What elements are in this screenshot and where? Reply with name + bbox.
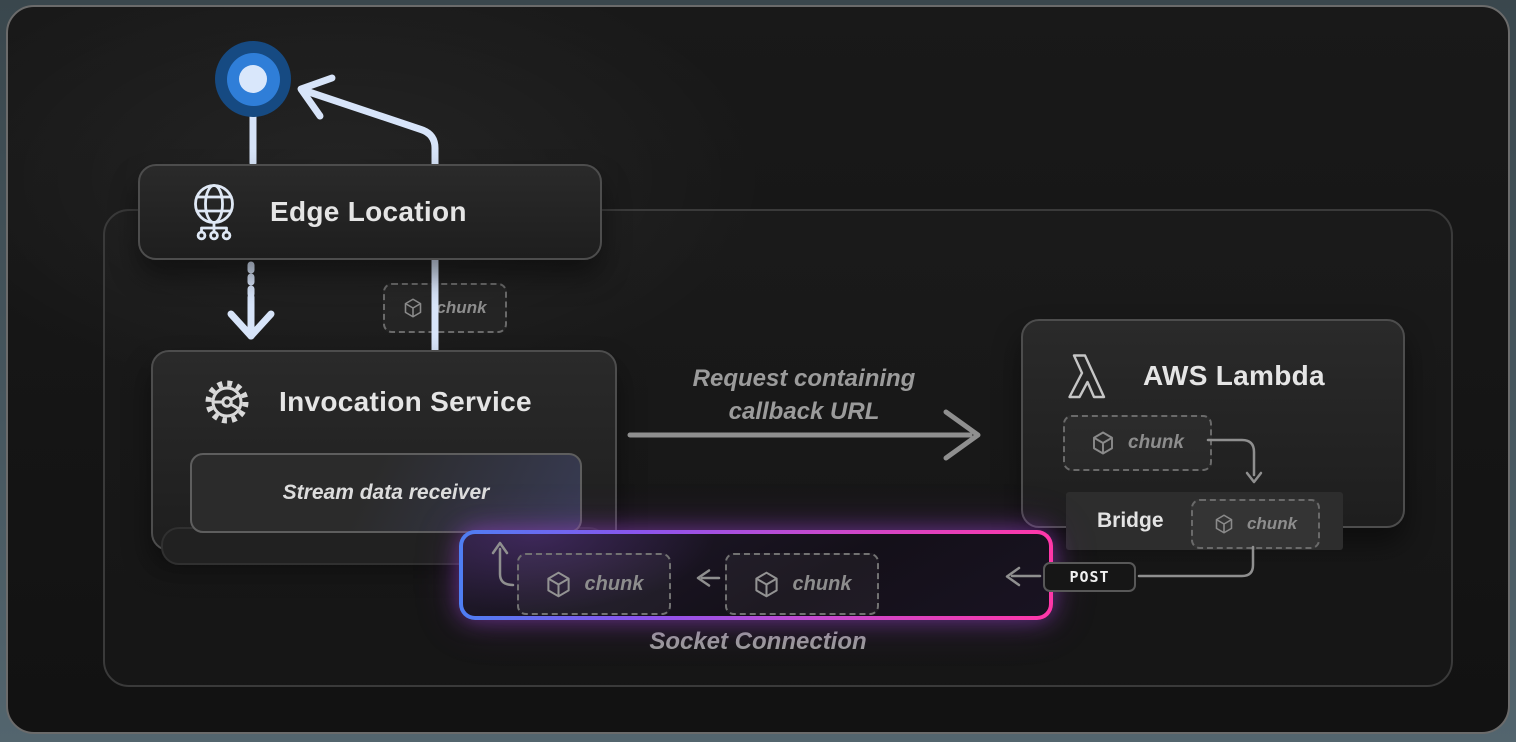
bridge-bar: Bridge chunk bbox=[1066, 492, 1343, 550]
invocation-title-row: Invocation Service bbox=[203, 378, 532, 426]
edge-location-node: Edge Location bbox=[138, 164, 602, 260]
invocation-service-label: Invocation Service bbox=[279, 386, 532, 417]
chunk-label: chunk bbox=[792, 572, 852, 595]
stream-data-receiver-box: Stream data receiver bbox=[190, 453, 582, 533]
socket-connection-box: chunk chunk bbox=[459, 530, 1053, 620]
background-panel: chunk bbox=[6, 5, 1510, 734]
request-label-line2: callback URL bbox=[728, 398, 880, 425]
client-dot-ring bbox=[226, 52, 280, 106]
request-label-line1: Request containing bbox=[692, 365, 916, 392]
globe-network-icon bbox=[194, 184, 234, 241]
request-callback-label: Request containing callback URL bbox=[648, 362, 960, 428]
chunk-card-lambda: chunk bbox=[1063, 415, 1212, 471]
chunk-label: chunk bbox=[1128, 432, 1184, 453]
chunk-label: chunk bbox=[436, 298, 487, 317]
chunk-card-bridge: chunk bbox=[1191, 499, 1320, 549]
cube-icon bbox=[546, 571, 570, 597]
stream-data-receiver-label: Stream data receiver bbox=[282, 481, 490, 504]
cube-icon bbox=[405, 298, 422, 318]
socket-connection-label: Socket Connection bbox=[649, 628, 867, 655]
edge-location-label: Edge Location bbox=[270, 196, 467, 227]
lambda-icon bbox=[1068, 354, 1106, 399]
client-dot-core bbox=[239, 65, 267, 93]
bridge-label: Bridge bbox=[1097, 509, 1164, 532]
invocation-service-node: Invocation Service Stream data receiver bbox=[151, 350, 617, 565]
gear-icon bbox=[205, 380, 249, 424]
post-badge: POST bbox=[1043, 562, 1136, 592]
chunk-label: chunk bbox=[584, 572, 644, 595]
lambda-title-row: AWS Lambda bbox=[1065, 351, 1325, 401]
aws-lambda-label: AWS Lambda bbox=[1143, 360, 1325, 391]
chunk-card-socket-2: chunk bbox=[725, 553, 879, 615]
cube-icon bbox=[754, 571, 778, 597]
chunk-label: chunk bbox=[1246, 514, 1298, 533]
return-arrowhead-icon bbox=[297, 74, 336, 120]
system-boundary bbox=[103, 209, 1453, 687]
cube-icon bbox=[1093, 431, 1113, 455]
chunk-card-socket-1: chunk bbox=[517, 553, 671, 615]
post-label: POST bbox=[1069, 568, 1110, 586]
client-endpoint-dot bbox=[215, 41, 291, 117]
cube-icon bbox=[1215, 514, 1233, 534]
chunk-card-downstream: chunk bbox=[383, 283, 507, 333]
